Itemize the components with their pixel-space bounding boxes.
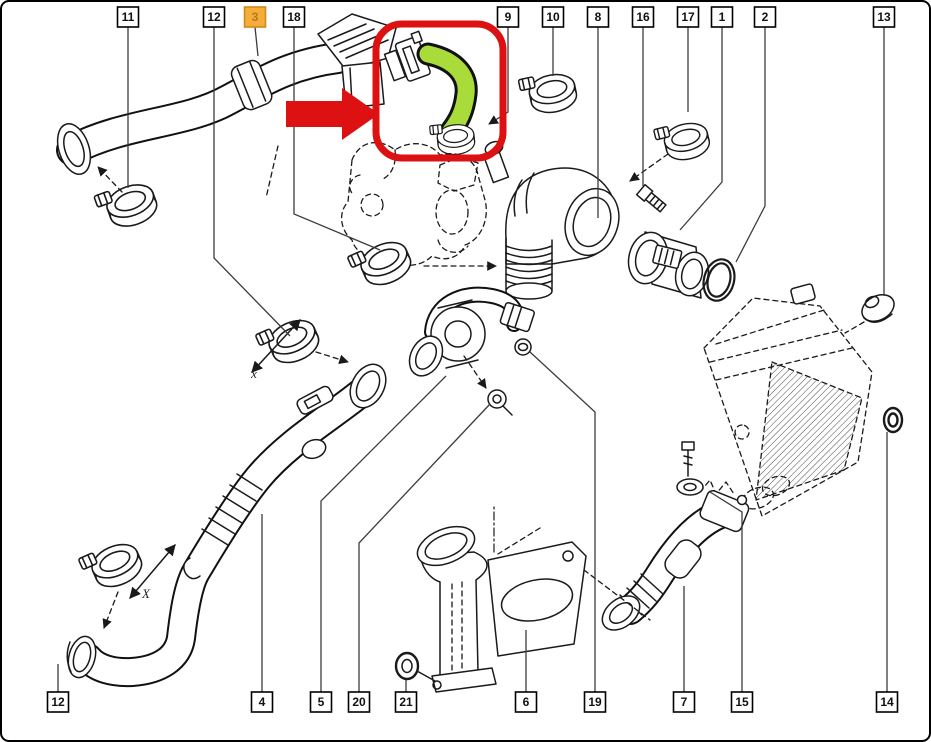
- callout-label: 5: [318, 695, 325, 709]
- part-airbox-engine-outline: [699, 283, 873, 517]
- callout-14-bottom[interactable]: 14: [875, 691, 899, 713]
- part-screw: [487, 389, 513, 416]
- highlight-overlay: [286, 20, 507, 162]
- part-clamp-18: [346, 233, 417, 296]
- leader-lines: [57, 26, 888, 692]
- callout-label: 8: [595, 10, 602, 24]
- callout-label: 1: [719, 10, 726, 24]
- part-clamp-hose-end: [428, 120, 477, 158]
- callout-11-top[interactable]: 11: [116, 6, 140, 28]
- leader-line-15-bottom: [709, 491, 743, 692]
- part-air-flow-meter: [627, 231, 710, 299]
- dimension-label-x-lower: X: [141, 586, 151, 601]
- callout-label: 18: [287, 10, 301, 24]
- part-hose-sleeve: [230, 59, 273, 111]
- callout-2-top[interactable]: 2: [753, 6, 777, 28]
- callout-label: 10: [546, 10, 560, 24]
- callout-label: 2: [762, 10, 769, 24]
- part-upper-air-hose: [56, 42, 354, 199]
- leader-line-3-top: [254, 26, 259, 57]
- part-resonator-duct: [601, 489, 750, 631]
- part-air-duct-elbow: [482, 140, 620, 300]
- leader-line-5-bottom: [320, 375, 447, 692]
- callout-21-bottom[interactable]: 21: [394, 691, 418, 713]
- part-intake-snorkel-bracket: [416, 505, 651, 693]
- highlight-arrow-icon: [286, 88, 379, 140]
- part-pipe-clip: [296, 385, 334, 415]
- callout-13-top[interactable]: 13: [872, 6, 896, 28]
- callout-15-bottom[interactable]: 15: [730, 691, 754, 713]
- leader-line-2-top: [735, 27, 766, 263]
- callout-label: 6: [523, 695, 530, 709]
- dimension-label-x-upper: x: [250, 366, 257, 381]
- callout-label: 3: [252, 10, 259, 24]
- part-clamp-10: [517, 67, 580, 119]
- callout-label: 16: [636, 10, 650, 24]
- callout-label: 20: [352, 695, 366, 709]
- part-bolt: [635, 183, 667, 213]
- callout-12-bottom[interactable]: 12: [46, 691, 70, 713]
- part-o-ring: [702, 258, 736, 302]
- callout-10-top[interactable]: 10: [541, 6, 565, 28]
- part-clamp-17: [652, 116, 714, 167]
- callout-label: 21: [399, 695, 413, 709]
- callout-6-bottom[interactable]: 6: [514, 691, 538, 713]
- leader-line-1-top: [679, 27, 723, 231]
- part-grommet-right: [882, 406, 904, 434]
- callout-label: 9: [505, 10, 512, 24]
- leader-line-19-bottom: [529, 351, 596, 692]
- callout-7-bottom[interactable]: 7: [672, 691, 696, 713]
- dimension-arrow-lower: [129, 544, 176, 599]
- callout-3-top[interactable]: 3: [243, 6, 267, 28]
- callout-label: 12: [207, 10, 221, 24]
- callout-label: 11: [122, 10, 135, 24]
- callout-label: 4: [259, 695, 266, 709]
- callout-label: 13: [877, 10, 891, 24]
- callout-label: 12: [51, 695, 65, 709]
- leader-line-12-top: [213, 27, 291, 337]
- part-clamp-12-lower: [77, 535, 148, 598]
- callout-label: 19: [588, 695, 602, 709]
- callout-16-top[interactable]: 16: [631, 6, 655, 28]
- install-arrows: [97, 153, 669, 629]
- callout-5-bottom[interactable]: 5: [309, 691, 333, 713]
- highlight-box: [372, 20, 507, 162]
- callout-12-top[interactable]: 12: [202, 6, 226, 28]
- callout-4-bottom[interactable]: 4: [250, 691, 274, 713]
- part-nut: [514, 338, 532, 356]
- callout-label: 7: [681, 695, 688, 709]
- leader-line-9-top: [488, 27, 509, 125]
- callout-8-top[interactable]: 8: [586, 6, 610, 28]
- callout-label: 15: [735, 695, 749, 709]
- part-cap: [844, 293, 895, 334]
- part-clamp-12-upper: [254, 311, 325, 374]
- callout-label: 17: [681, 10, 695, 24]
- callout-17-top[interactable]: 17: [676, 6, 700, 28]
- callout-label: 14: [880, 695, 894, 709]
- part-turbo-air-hose-highlighted[interactable]: [416, 42, 478, 158]
- callout-18-top[interactable]: 18: [282, 6, 306, 28]
- part-drain-screw-washer: [676, 441, 704, 496]
- callout-1-top[interactable]: 1: [710, 6, 734, 28]
- callout-20-bottom[interactable]: 20: [347, 691, 371, 713]
- part-lower-intake-pipe: [66, 363, 387, 688]
- dimension-arrow-upper: [251, 319, 301, 373]
- leader-line-18-top: [293, 27, 381, 251]
- part-throttle-body: [408, 286, 535, 416]
- callout-9-top[interactable]: 9: [496, 6, 520, 28]
- leader-line-20-bottom: [358, 403, 491, 692]
- part-grommet-bracket: [394, 651, 436, 682]
- callout-19-bottom[interactable]: 19: [583, 691, 607, 713]
